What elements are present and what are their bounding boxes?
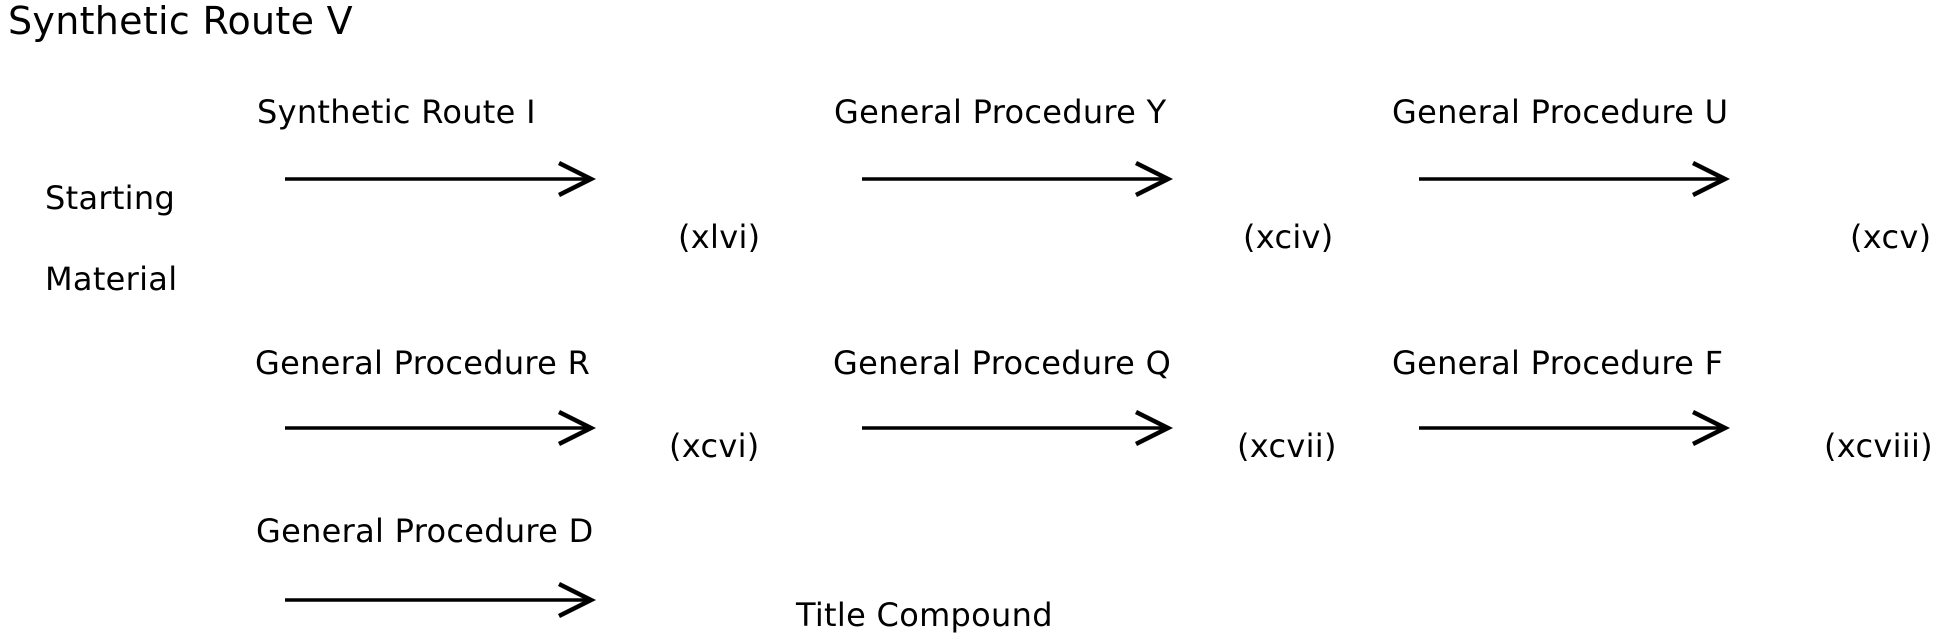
product-label: (xcvi) xyxy=(669,427,760,465)
starting-material-line2: Material xyxy=(45,260,178,298)
starting-material-line1: Starting xyxy=(45,179,176,217)
step-label: Synthetic Route I xyxy=(257,93,536,131)
product-label: (xcv) xyxy=(1850,218,1932,256)
product-label: (xciv) xyxy=(1243,218,1334,256)
right-arrow-icon xyxy=(285,409,597,447)
product-label: (xlvi) xyxy=(678,218,761,256)
right-arrow-icon xyxy=(862,160,1174,198)
right-arrow-icon xyxy=(1419,160,1731,198)
product-label: (xcvii) xyxy=(1237,427,1337,465)
step-label: General Procedure Q xyxy=(833,344,1172,382)
right-arrow-icon xyxy=(862,409,1174,447)
step-label: General Procedure U xyxy=(1392,93,1729,131)
step-label: General Procedure D xyxy=(256,512,594,550)
step-label: General Procedure Y xyxy=(834,93,1167,131)
product-label: (xcviii) xyxy=(1824,427,1933,465)
step-label: General Procedure R xyxy=(255,344,591,382)
diagram-title: Synthetic Route V xyxy=(8,0,353,43)
right-arrow-icon xyxy=(285,581,597,619)
step-label: General Procedure F xyxy=(1392,344,1724,382)
right-arrow-icon xyxy=(285,160,597,198)
title-compound-label: Title Compound xyxy=(796,596,1053,634)
right-arrow-icon xyxy=(1419,409,1731,447)
